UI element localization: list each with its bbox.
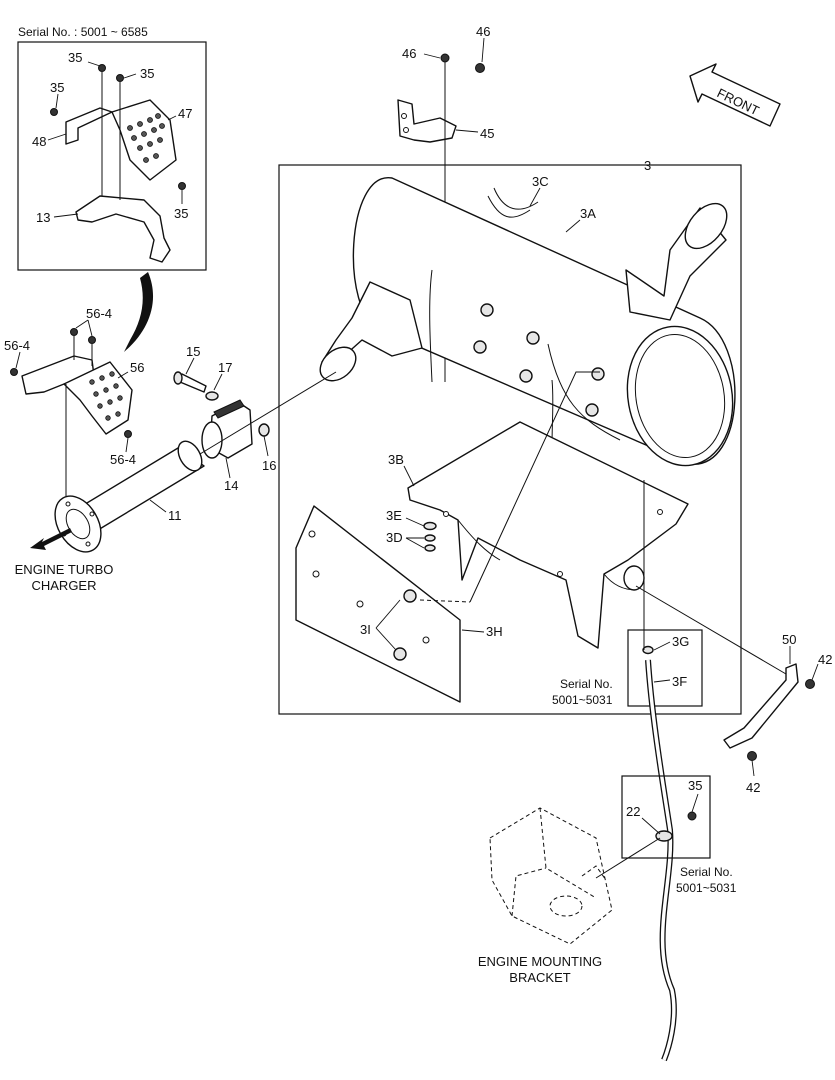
mount-caption-2: BRACKET (509, 970, 570, 985)
serial-note-2b: 5001~5031 (676, 881, 737, 895)
callout-46: 46 (402, 46, 416, 61)
inset-bolts (50, 64, 186, 190)
callout-56-4: 56-4 (86, 306, 112, 321)
callout-22: 22 (626, 804, 640, 819)
mount-caption-1: ENGINE MOUNTING (478, 954, 602, 969)
part-48-bracket (65, 107, 113, 145)
part-47-heat-shield (111, 99, 177, 181)
callout-56: 56 (130, 360, 144, 375)
callout-35: 35 (50, 80, 64, 95)
front-arrow: FRONT (689, 63, 781, 127)
callout-3E: 3E (386, 508, 402, 523)
callout-42: 42 (746, 780, 760, 795)
engine-mounting-bracket (489, 807, 613, 945)
part-3B-support (407, 421, 689, 649)
callout-3: 3 (644, 158, 651, 173)
callout-3A: 3A (580, 206, 596, 221)
part-3H-plate (295, 505, 461, 703)
part-15-bolt (173, 371, 207, 393)
turbo-caption-2: CHARGER (31, 578, 96, 593)
callout-35: 35 (174, 206, 188, 221)
callout-56-4: 56-4 (4, 338, 30, 353)
callout-15: 15 (186, 344, 200, 359)
part-17-washer (205, 391, 219, 401)
serial-box-1 (627, 629, 703, 707)
part-14-clamp (201, 399, 253, 459)
callout-45: 45 (480, 126, 494, 141)
replacement-arrow (124, 272, 154, 352)
shield-47-holes (127, 113, 165, 163)
callout-42: 42 (818, 652, 832, 667)
part-16-nut (258, 423, 270, 437)
part-3A-muffler (319, 177, 736, 467)
part-11-pipe (54, 440, 205, 553)
assembly-3-frame (278, 164, 742, 715)
callout-3H: 3H (486, 624, 503, 639)
callout-17: 17 (218, 360, 232, 375)
callout-3B: 3B (388, 452, 404, 467)
callout-13: 13 (36, 210, 50, 225)
callout-56-4: 56-4 (110, 452, 136, 467)
callout-35: 35 (140, 66, 154, 81)
callout-3G: 3G (672, 634, 689, 649)
callout-46: 46 (476, 24, 490, 39)
callout-47: 47 (178, 106, 192, 121)
serial-note-1b: 5001~5031 (552, 693, 613, 707)
turbo-caption-1: ENGINE TURBO (15, 562, 114, 577)
callout-11: 11 (168, 508, 182, 523)
part-45-bracket (397, 99, 457, 143)
washers-3E-3D (423, 521, 437, 552)
serial-box-2 (621, 775, 711, 859)
callout-35: 35 (68, 50, 82, 65)
callout-48: 48 (32, 134, 46, 149)
inset-frame (17, 41, 207, 271)
callout-3I: 3I (360, 622, 371, 637)
part-13-mount (75, 195, 171, 263)
serial-inset: Serial No. : 5001 ~ 6585 (17, 25, 207, 271)
serial-note-1a: Serial No. (560, 677, 613, 691)
part-56-heat-shield (10, 328, 133, 438)
inset-serial-label: Serial No. : 5001 ~ 6585 (18, 25, 148, 39)
callout-3C: 3C (532, 174, 549, 189)
callout-14: 14 (224, 478, 238, 493)
callout-3D: 3D (386, 530, 403, 545)
callout-16: 16 (262, 458, 276, 473)
callout-3F: 3F (672, 674, 687, 689)
serial-note-2a: Serial No. (680, 865, 733, 879)
callout-35: 35 (688, 778, 702, 793)
part-50-stay (723, 663, 815, 761)
callout-50: 50 (782, 632, 796, 647)
turbo-arrow (30, 528, 72, 550)
